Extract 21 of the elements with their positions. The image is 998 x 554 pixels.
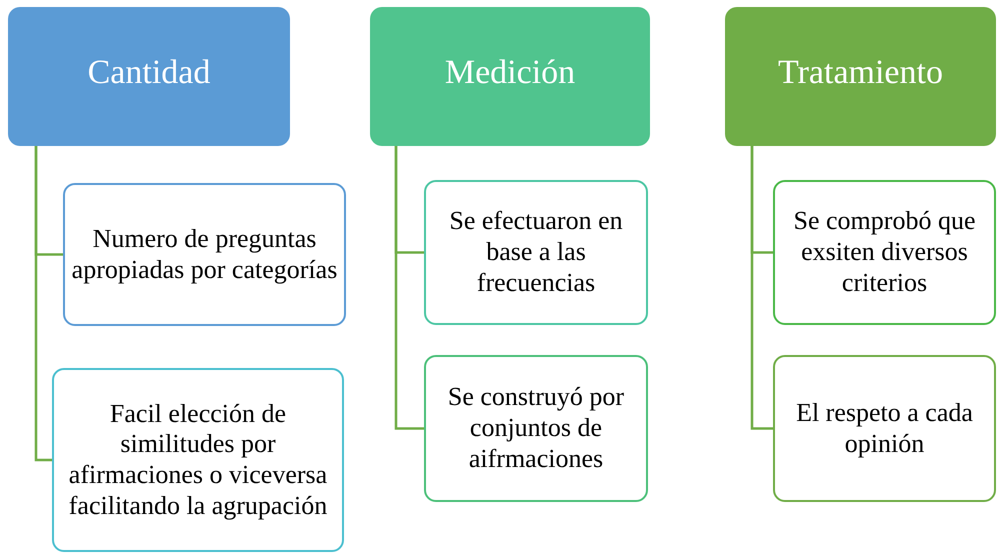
item-box (63, 183, 346, 326)
item-box (773, 355, 996, 502)
category-title: Tratamiento (778, 54, 943, 92)
category-title: Medición (444, 54, 576, 92)
item-text: El respeto a cada opinión (795, 398, 974, 460)
item-text: Numero de preguntas apropiadas por categorías (70, 224, 338, 286)
item-text: Se efectuaron en base a las frecuencias (448, 206, 624, 298)
item-text: Se comprobó que exsiten diversos criterios (792, 206, 976, 298)
item-box (424, 355, 648, 502)
item-box (773, 180, 996, 325)
connector-line (394, 146, 424, 430)
item-text: Se construyó por conjuntos de aifrmaciones (446, 382, 626, 474)
category-box (725, 7, 996, 146)
category-title: Cantidad (88, 54, 210, 92)
category-box (370, 7, 650, 146)
item-box (424, 180, 648, 325)
connector-line (34, 146, 52, 462)
category-box (8, 7, 290, 146)
connector-line (750, 146, 773, 430)
item-box (52, 368, 344, 552)
item-text: Facil elección de similitudes por afirmaciones o viceversa facilitando la agrupación (68, 398, 328, 522)
